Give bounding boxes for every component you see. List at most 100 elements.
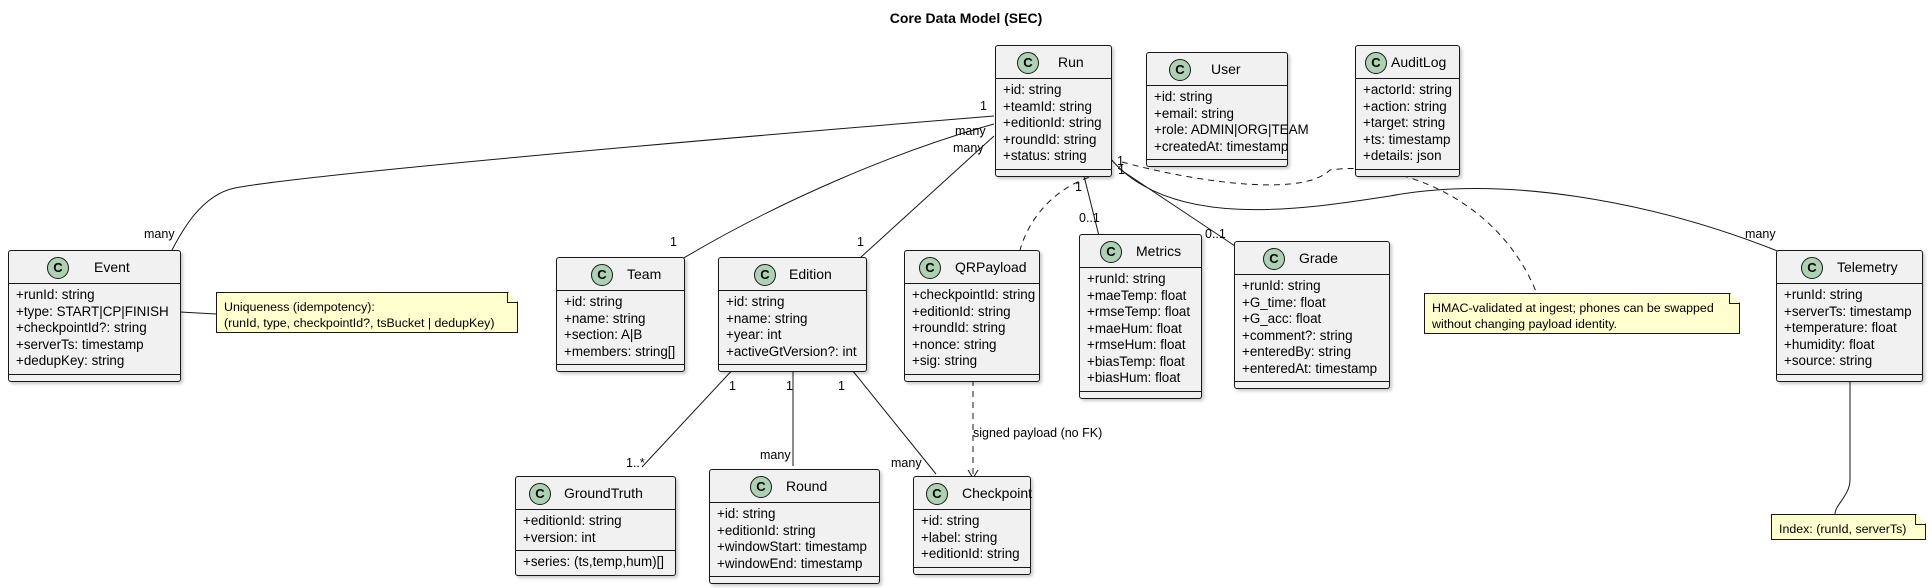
label-run-edition-edition: 1 bbox=[857, 235, 864, 249]
field: +serverTs: timestamp bbox=[16, 336, 144, 352]
class-icon: C bbox=[754, 264, 776, 286]
edge-edition-checkpoint bbox=[847, 364, 937, 475]
class-fields: +runId: string+serverTs: timestamp+tempe… bbox=[1777, 284, 1922, 375]
label-edition-cp-edition: 1 bbox=[838, 379, 845, 393]
label-run-telemetry-run: 1 bbox=[1118, 163, 1125, 177]
class-edition: C Edition +id: string+name: string+year: i… bbox=[718, 257, 867, 372]
field: +runId: string bbox=[1242, 278, 1321, 293]
class-icon: C bbox=[1017, 52, 1039, 74]
class-icon: C bbox=[47, 257, 69, 279]
edge-run-metrics bbox=[1082, 171, 1101, 241]
class-fields: +id: string+name: string+year: int+activ… bbox=[719, 291, 866, 365]
field: +editionId: string bbox=[717, 522, 816, 538]
field: +G_time: float bbox=[1242, 294, 1326, 310]
field: +enteredBy: string bbox=[1242, 344, 1352, 359]
class-name: Round bbox=[786, 478, 828, 494]
label-run-metrics-metrics: 0..1 bbox=[1079, 211, 1100, 225]
edge-run-team bbox=[676, 123, 995, 263]
class-name: Edition bbox=[789, 266, 832, 282]
field: +windowEnd: timestamp bbox=[717, 555, 863, 571]
class-icon: C bbox=[1100, 241, 1122, 263]
label-edition-cp-cp: many bbox=[891, 456, 922, 470]
field: +activeGtVersion?: int bbox=[726, 343, 857, 359]
class-fields: +id: string+label: string+editionId: str… bbox=[914, 510, 1030, 568]
class-name: Team bbox=[627, 266, 662, 282]
class-qrpayload: C QRPayload +checkpointId: string+editionI… bbox=[904, 250, 1040, 382]
field: +label: string bbox=[921, 529, 998, 545]
class-methods: +series: (ts,temp,hum)[] bbox=[516, 551, 675, 575]
edge-edition-groundtruth bbox=[641, 364, 738, 468]
field: +createdAt: timestamp bbox=[1154, 138, 1289, 154]
field: +status: string bbox=[1003, 148, 1087, 163]
field: +year: int bbox=[726, 327, 782, 342]
class-methods bbox=[710, 577, 879, 583]
class-icon: C bbox=[1365, 52, 1387, 74]
note-line: Uniqueness (idempotency): bbox=[224, 300, 375, 314]
class-header: C Round bbox=[710, 470, 879, 503]
field: +editionId: string bbox=[912, 303, 1011, 319]
edge-note-uniqueness bbox=[179, 311, 217, 315]
field: +id: string bbox=[921, 513, 980, 528]
field: +runId: string bbox=[1087, 271, 1166, 286]
field: +name: string bbox=[726, 310, 808, 326]
field: +action: string bbox=[1363, 98, 1447, 114]
class-icon: C bbox=[750, 476, 772, 498]
field: +nonce: string bbox=[912, 336, 997, 352]
field: +name: string bbox=[564, 310, 646, 326]
field: +source: string bbox=[1784, 353, 1873, 368]
class-icon: C bbox=[529, 483, 551, 505]
class-header: C Metrics bbox=[1080, 235, 1201, 268]
field: +type: START|CP|FINISH bbox=[16, 303, 169, 319]
field: +id: string bbox=[726, 294, 785, 309]
field: +humidity: float bbox=[1784, 336, 1875, 352]
field: +dedupKey: string bbox=[16, 353, 125, 368]
edge-run-event bbox=[171, 115, 995, 251]
label-edition-round-edition: 1 bbox=[786, 379, 793, 393]
class-methods bbox=[1080, 392, 1201, 398]
note-uniqueness: Uniqueness (idempotency): (runId, type, c… bbox=[216, 292, 518, 333]
method: +series: (ts,temp,hum)[] bbox=[523, 554, 665, 569]
field: +id: string bbox=[1154, 89, 1213, 104]
label-edition-gt-edition: 1 bbox=[729, 379, 736, 393]
label-edition-round-round: many bbox=[760, 448, 791, 462]
field: +target: string bbox=[1363, 115, 1446, 130]
note-line: (runId, type, checkpointId?, tsBucket | … bbox=[224, 316, 495, 330]
class-name: Metrics bbox=[1136, 243, 1182, 259]
class-name: QRPayload bbox=[955, 259, 1027, 275]
class-methods bbox=[1356, 170, 1459, 176]
class-methods bbox=[1235, 382, 1389, 388]
class-fields: +id: string+email: string+role: ADMIN|OR… bbox=[1147, 86, 1309, 160]
edge-run-grade bbox=[1117, 167, 1236, 247]
field: +section: A|B bbox=[564, 327, 643, 342]
class-methods bbox=[905, 375, 1039, 381]
note-line: without changing payload identity. bbox=[1432, 317, 1618, 331]
label-run-event-event: many bbox=[144, 227, 175, 241]
field: +version: int bbox=[523, 529, 596, 545]
edge-run-edition bbox=[859, 135, 995, 259]
label-run-team-run: many bbox=[955, 124, 986, 138]
class-fields: +editionId: string+version: int bbox=[516, 510, 675, 551]
field: +details: json bbox=[1363, 148, 1442, 163]
field: +comment?: string bbox=[1242, 327, 1353, 343]
class-icon: C bbox=[919, 257, 941, 279]
class-round: C Round +id: string+editionId: string +wind… bbox=[709, 469, 880, 584]
note-hmac: HMAC-validated at ingest; phones can be … bbox=[1424, 293, 1740, 334]
field: +biasTemp: float bbox=[1087, 353, 1185, 369]
label-edition-gt-gt: 1..* bbox=[626, 456, 645, 470]
field: +email: string bbox=[1154, 105, 1235, 121]
field: +teamId: string bbox=[1003, 98, 1092, 114]
class-fields: +checkpointId: string+editionId: string+… bbox=[905, 284, 1039, 375]
field: +id: string bbox=[717, 506, 776, 521]
